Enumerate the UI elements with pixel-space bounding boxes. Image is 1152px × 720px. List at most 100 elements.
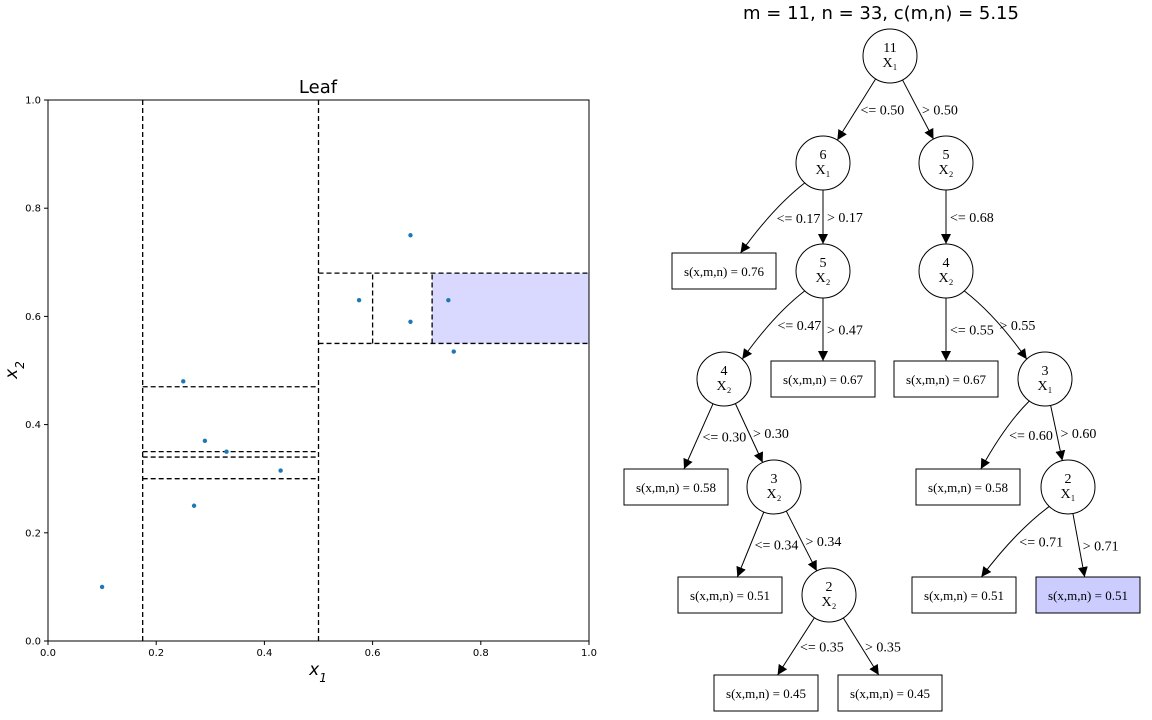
tree-edge [842,617,880,676]
tree-edge [1072,513,1088,578]
x-axis-label: x1 [308,660,327,685]
leaf-value: s(x,m,n) = 0.67 [783,372,863,387]
leaf-box [671,252,777,290]
y-axis-label: x2 [2,361,27,380]
node-circle [696,351,752,407]
decision-tree: m = 11, n = 33, c(m,n) = 5.15 <= 0.50> 0… [623,3,1141,712]
leaf-box [713,674,819,712]
tree-edge [980,400,1030,470]
tree-edge [683,403,714,470]
node-circle [862,28,918,84]
node-circle [746,459,802,515]
tree-edge [741,290,806,360]
data-point [408,319,413,325]
tree-edge [980,506,1050,578]
node-feature: X₂ [822,595,837,610]
x-tick-label: 0.2 [148,648,164,659]
edge-label: > 0.60 [1061,427,1097,442]
edge-label: <= 0.34 [755,539,799,554]
node-count: 6 [820,148,827,163]
leaf-box [837,674,943,712]
edge-label: <= 0.60 [1009,429,1053,444]
edge-label: <= 0.71 [1019,536,1063,551]
highlighted-leaf-box [1035,576,1141,614]
leaf-value: s(x,m,n) = 0.45 [726,686,806,701]
node-circle [1040,459,1096,515]
node-circle [918,135,974,191]
leaf-value: s(x,m,n) = 0.67 [906,372,986,387]
leaf-value: s(x,m,n) = 0.58 [928,480,1008,495]
node-count: 11 [883,41,896,56]
leaf-node: s(x,m,n) = 0.67 [893,360,999,398]
data-point [181,379,186,384]
node-feature: X₂ [717,379,732,394]
tree-edge [1050,405,1066,461]
data-points [99,233,456,590]
x-tick-label: 0.8 [473,648,489,659]
leaf-node: s(x,m,n) = 0.58 [915,468,1021,506]
edge-label: > 0.71 [1083,539,1119,554]
node-feature: X₂ [767,487,782,502]
leaf-value: s(x,m,n) = 0.45 [850,686,930,701]
leaf-box [893,360,999,398]
edge-label: <= 0.30 [703,430,747,445]
y-tick-label: 0.4 [25,420,41,431]
highlighted-leaf-region [432,273,589,344]
y-tick-label: 0.0 [25,637,41,648]
edge-label: <= 0.35 [800,640,844,655]
data-point [99,584,105,590]
edge-label: > 0.47 [827,324,863,339]
plot-title: Leaf [299,77,338,98]
y-tick-label: 0.6 [25,312,41,323]
data-point [202,438,208,444]
data-point [191,503,197,508]
edge-label: > 0.50 [922,104,958,119]
leaf-box [770,360,876,398]
node-count: 2 [826,580,833,595]
node-count: 3 [1042,364,1049,379]
data-point [356,297,362,303]
leaf-value: s(x,m,n) = 0.51 [1048,588,1128,603]
y-tick-label: 0.2 [25,528,41,539]
edge-label: <= 0.17 [777,212,821,227]
node-feature: X₁ [883,56,898,71]
x-tick-label: 0.6 [365,648,381,659]
leaf-node: s(x,m,n) = 0.76 [671,252,777,290]
node-count: 5 [943,148,950,163]
node-feature: X₁ [816,163,831,178]
leaf-node: s(x,m,n) = 0.51 [677,576,783,614]
leaf-value: s(x,m,n) = 0.76 [684,264,764,279]
node-circle [1017,351,1073,407]
data-point [224,449,229,454]
split-node: 3X₂ [746,459,802,515]
split-node: 4X₂ [696,351,752,407]
leaf-node: s(x,m,n) = 0.67 [770,360,876,398]
edge-label: > 0.55 [1000,319,1036,334]
split-node: 5X₂ [795,243,851,299]
tree-title: m = 11, n = 33, c(m,n) = 5.15 [743,3,1019,24]
tree-edge [836,78,877,141]
leaf-box [915,468,1021,506]
x-tick-label: 0.0 [40,648,56,659]
y-tick-label: 0.8 [25,204,41,215]
split-node: 4X₂ [918,243,974,299]
leaf-box [911,576,1017,614]
node-feature: X₂ [939,271,954,286]
leaf-node: s(x,m,n) = 0.45 [837,674,943,712]
node-count: 4 [721,364,728,379]
edge-label: > 0.30 [753,427,789,442]
data-point [278,468,283,473]
y-axis-ticks: 0.00.20.40.60.81.0 [25,96,48,648]
tree-edge [734,403,764,463]
tree-edge [740,182,806,254]
node-count: 3 [771,472,778,487]
leaf-value: s(x,m,n) = 0.51 [690,588,770,603]
node-count: 5 [820,256,827,271]
node-feature: X₂ [816,271,831,286]
leaf-box [677,576,783,614]
data-point [408,233,413,238]
